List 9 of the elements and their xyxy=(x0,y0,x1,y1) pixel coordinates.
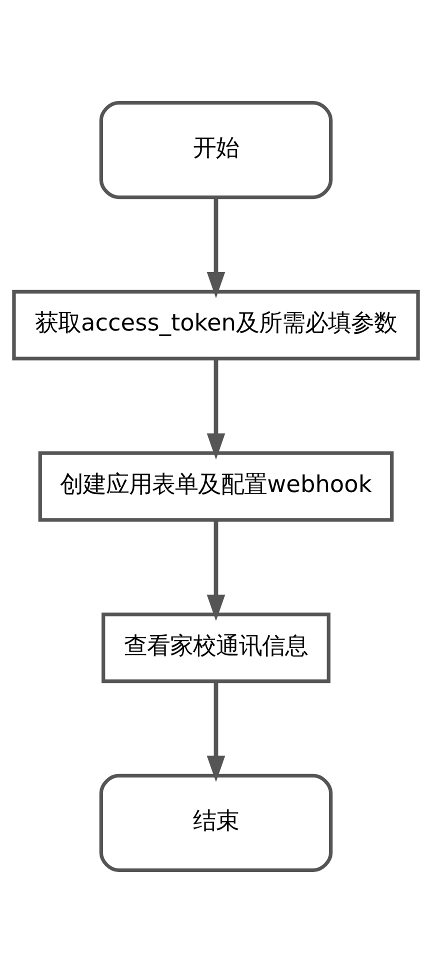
arrow xyxy=(206,520,226,620)
arrow xyxy=(206,680,226,782)
node-box: 创建应用表单及配置webhook xyxy=(38,450,394,522)
node-box: 开始 xyxy=(99,100,333,199)
arrow xyxy=(206,358,226,460)
arrow xyxy=(206,197,226,298)
node-box: 结束 xyxy=(99,773,333,872)
node-box: 查看家校通讯信息 xyxy=(102,612,330,683)
node-box: 获取access_token及所需必填参数 xyxy=(12,289,420,360)
